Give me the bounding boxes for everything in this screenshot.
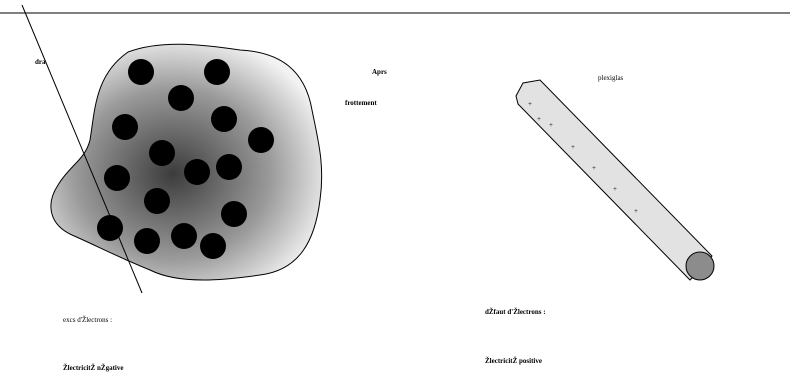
plexiglas-rod	[516, 80, 714, 280]
plus-sign: +	[571, 143, 575, 151]
label-rubbing: frottement	[345, 99, 377, 107]
electron	[149, 140, 175, 166]
label-positive: ŽlectricitŽ positive	[485, 357, 542, 365]
plus-sign: +	[592, 164, 596, 172]
rod-body	[516, 80, 712, 280]
plus-sign: +	[634, 207, 638, 215]
electron	[184, 159, 210, 185]
electron	[171, 223, 197, 249]
electron	[104, 165, 130, 191]
label-material: plexiglas	[598, 74, 623, 82]
rod-end-cap	[686, 252, 714, 280]
plus-sign: +	[549, 121, 553, 129]
electron	[221, 201, 247, 227]
electron	[144, 188, 170, 214]
electron	[216, 154, 242, 180]
electron	[112, 114, 138, 140]
plus-sign: +	[613, 185, 617, 193]
electron	[134, 228, 160, 254]
label-excess: excs d'Žlectrons :	[63, 316, 112, 324]
electron	[200, 233, 226, 259]
electron	[248, 127, 274, 153]
label-deficit: dŽfaut d'Žlectrons :	[485, 308, 546, 316]
electron	[168, 85, 194, 111]
electron	[128, 59, 154, 85]
label-top-left: dra	[35, 58, 46, 66]
plus-sign: +	[537, 115, 541, 123]
electron	[211, 106, 237, 132]
electron	[204, 59, 230, 85]
plus-sign: +	[528, 100, 532, 108]
label-after: Aprs	[372, 68, 387, 76]
label-negative: ŽlectricitŽ nŽgative	[63, 364, 123, 372]
